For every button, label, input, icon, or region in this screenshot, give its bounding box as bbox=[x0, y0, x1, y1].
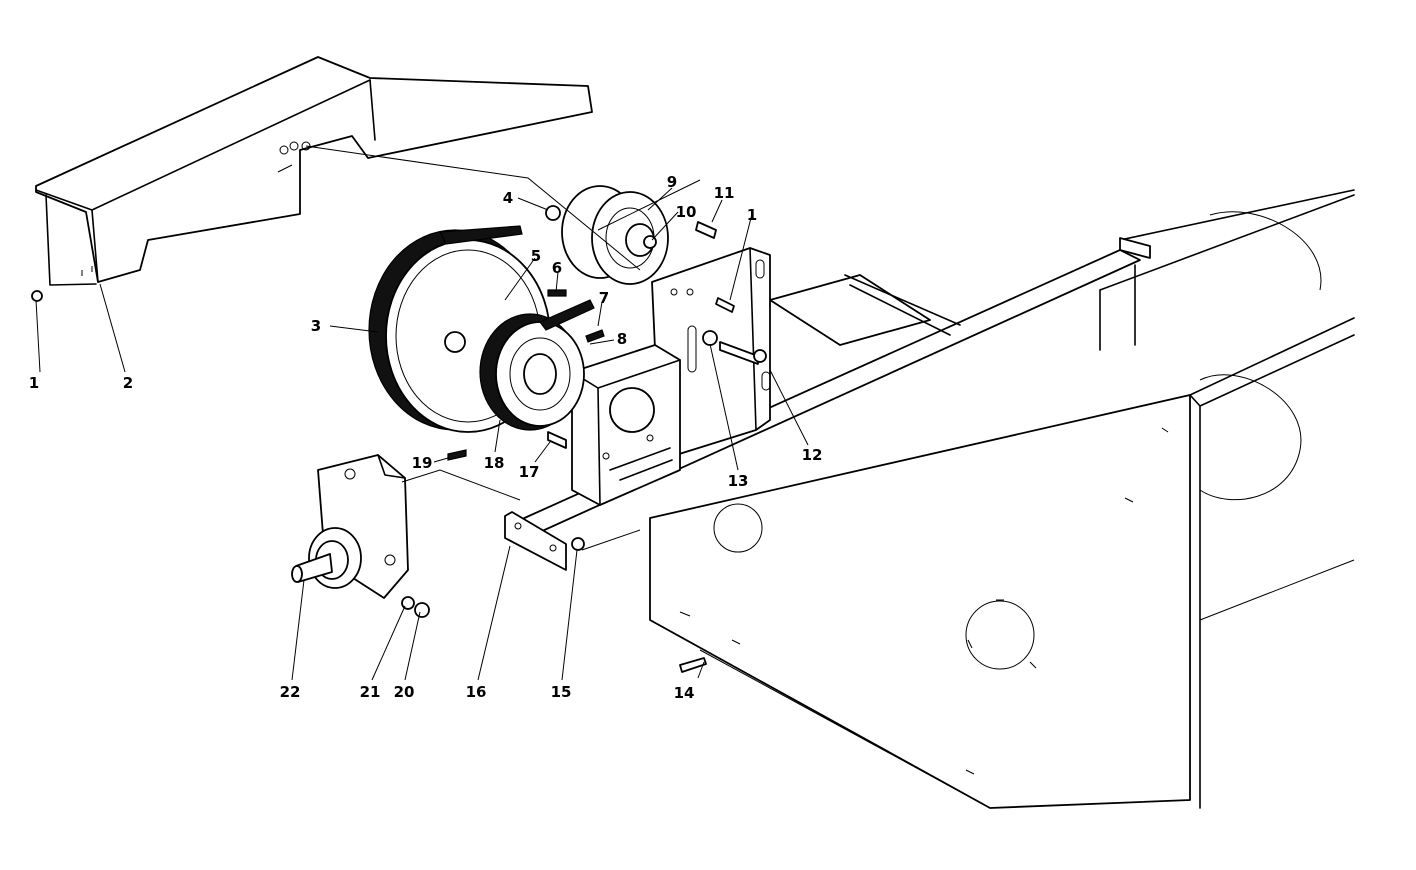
idler-pulley bbox=[561, 185, 669, 285]
callout-6: 6 bbox=[552, 259, 562, 277]
callout-4: 4 bbox=[503, 189, 513, 207]
callout-3: 3 bbox=[311, 317, 321, 335]
callout-1-plate: 1 bbox=[747, 206, 757, 224]
gearbox bbox=[291, 454, 409, 599]
small-pulley bbox=[479, 299, 595, 431]
callout-22: 22 bbox=[280, 683, 301, 701]
callouts: 1 2 3 4 5 6 7 8 9 10 11 1 12 13 14 15 16… bbox=[29, 173, 823, 702]
callout-16: 16 bbox=[466, 683, 487, 701]
bearing-bracket bbox=[571, 344, 681, 506]
belt-cover bbox=[35, 56, 593, 286]
callout-15: 15 bbox=[551, 683, 572, 701]
callout-13: 13 bbox=[728, 472, 749, 490]
callout-11: 11 bbox=[714, 184, 735, 202]
mounting-plate bbox=[651, 247, 771, 461]
callout-10: 10 bbox=[676, 203, 697, 221]
callout-17: 17 bbox=[519, 463, 540, 481]
callout-14: 14 bbox=[674, 684, 695, 702]
auger-housing bbox=[649, 189, 1355, 809]
callout-5: 5 bbox=[531, 247, 541, 265]
callout-9: 9 bbox=[667, 173, 677, 191]
plate-16 bbox=[504, 511, 567, 571]
callout-20: 20 bbox=[394, 683, 415, 701]
callout-21: 21 bbox=[360, 683, 381, 701]
leader-lines bbox=[35, 145, 991, 809]
callout-7: 7 bbox=[599, 289, 609, 307]
callout-19: 19 bbox=[412, 454, 433, 472]
callout-1: 1 bbox=[29, 374, 39, 392]
callout-18: 18 bbox=[484, 454, 505, 472]
callout-2: 2 bbox=[123, 374, 133, 392]
callout-8: 8 bbox=[617, 330, 627, 348]
callout-12: 12 bbox=[802, 446, 823, 464]
